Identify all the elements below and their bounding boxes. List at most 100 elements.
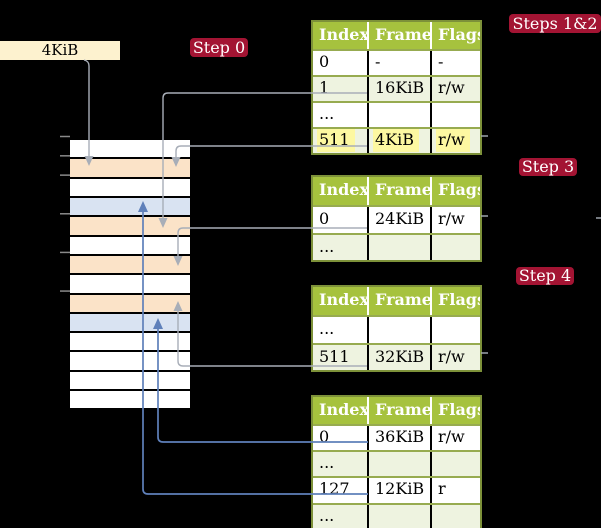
table-cell-value: r xyxy=(438,479,446,499)
memory-row-11-white xyxy=(70,352,190,370)
table-cell-value: ... xyxy=(319,505,335,525)
table-row: ... xyxy=(313,502,480,528)
table-header-cell: Flags xyxy=(430,397,480,424)
memory-row-9-blue xyxy=(70,313,190,332)
table-header-cell: Flags xyxy=(430,22,480,49)
table-row: 0 36KiB r/w xyxy=(313,424,480,451)
table-cell: ... xyxy=(313,505,367,528)
table-cell-value: r/w xyxy=(438,346,465,366)
table-header-cell: Frame xyxy=(367,177,430,205)
memory-row-7-white xyxy=(70,275,190,293)
table-cell xyxy=(367,234,430,260)
table-cell: 127 xyxy=(313,478,367,502)
table-header-cell: Frame xyxy=(367,22,430,49)
table-cell: r/w xyxy=(430,129,480,153)
table-header-row: Index Frame Flags xyxy=(313,177,480,205)
table-cell: 32KiB xyxy=(367,344,430,370)
table-cell-value: 1 xyxy=(319,78,330,97)
memory-row-1-orange xyxy=(70,159,190,177)
table-header-label: Index xyxy=(319,25,367,44)
table-header-cell: Index xyxy=(313,397,367,424)
table-cell xyxy=(430,103,480,127)
table-header-label: Flags xyxy=(438,25,480,44)
table-cell xyxy=(430,452,480,477)
table-header-label: Flags xyxy=(438,400,480,419)
table-row: 127 12KiB r xyxy=(313,476,480,503)
table-cell-value: 511 xyxy=(319,346,350,366)
table-header-label: Frame xyxy=(375,290,430,309)
table-header-cell: Frame xyxy=(367,287,430,315)
table-cell-value: 0 xyxy=(319,52,330,71)
table-cell: ... xyxy=(313,317,367,343)
table-cell: ... xyxy=(313,235,367,261)
table-header-label: Flags xyxy=(438,180,480,199)
table-cell: r/w xyxy=(430,426,480,451)
table-row: ... xyxy=(313,101,480,127)
table-header-row: Index Frame Flags xyxy=(313,287,480,315)
step-badge-step-3: Step 3 xyxy=(519,158,577,176)
table-cell: 16KiB xyxy=(367,77,430,101)
table-cell-value: 4KiB xyxy=(373,129,420,152)
table-cell: 0 xyxy=(313,426,367,450)
memory-row-4-orange xyxy=(70,217,190,235)
table-cell: 0 xyxy=(313,51,367,75)
memory-row-10-white xyxy=(70,333,190,351)
table-header-label: Index xyxy=(319,180,367,199)
table-cell-value: r/w xyxy=(436,129,470,152)
table-header-label: Index xyxy=(319,400,367,419)
memory-row-8-orange xyxy=(70,294,190,312)
table-cell: - xyxy=(430,51,480,75)
cr3-frame-box: 4KiB xyxy=(0,41,120,60)
table-header-cell: Index xyxy=(313,22,367,49)
table-cell xyxy=(367,504,430,528)
step-badge-step-0: Step 0 xyxy=(190,38,248,57)
memory-row-6-orange xyxy=(70,255,190,274)
table-header-cell: Index xyxy=(313,177,367,205)
table-cell: 4KiB xyxy=(367,129,430,153)
table-cell: r/w xyxy=(430,77,480,101)
table-cell xyxy=(430,504,480,528)
table-cell-value: 511 xyxy=(317,129,355,152)
table-cell xyxy=(367,103,430,127)
table-cell: 511 xyxy=(313,345,367,371)
table-row: 1 16KiB r/w xyxy=(313,75,480,101)
table-cell: ... xyxy=(313,452,367,476)
memory-row-0-white xyxy=(70,140,190,158)
table-cell-value: 24KiB xyxy=(375,209,425,228)
table-cell-value: r/w xyxy=(438,78,465,97)
table-cell: ... xyxy=(313,103,367,127)
table-cell-value: ... xyxy=(319,104,335,123)
table-header-cell: Flags xyxy=(430,177,480,205)
table-cell: r/w xyxy=(430,207,480,233)
level1-table: Index Frame Flags 0 36KiB r/w... 127 12KiB r... xyxy=(311,395,482,528)
table-cell-value: - xyxy=(438,52,444,71)
cr3-frame-label: 4KiB xyxy=(41,41,79,59)
table-cell-value: 36KiB xyxy=(375,427,425,446)
table-header-label: Frame xyxy=(375,400,430,419)
table-row: 511 32KiB r/w xyxy=(313,342,480,371)
memory-row-5-white xyxy=(70,236,190,254)
table-cell: r xyxy=(430,478,480,503)
table-cell xyxy=(430,234,480,260)
table-cell-value: r/w xyxy=(438,427,465,446)
table-cell: r/w xyxy=(430,344,480,370)
memory-row-2-white xyxy=(70,178,190,196)
table-cell xyxy=(367,452,430,477)
table-cell-value: ... xyxy=(319,453,335,473)
table-header-cell: Flags xyxy=(430,287,480,315)
table-header-cell: Index xyxy=(313,287,367,315)
table-cell-value: ... xyxy=(319,319,335,338)
table-cell xyxy=(367,317,430,343)
table-row: 511 4KiB r/w xyxy=(313,127,480,153)
table-cell-value: ... xyxy=(319,236,335,256)
table-header-label: Frame xyxy=(375,180,430,199)
table-header-label: Index xyxy=(319,290,367,309)
table-row: ... xyxy=(313,315,480,343)
table-header-label: Flags xyxy=(438,290,480,309)
table-cell-value: 12KiB xyxy=(375,479,425,499)
step-badge-steps-1-2: Steps 1&2 xyxy=(509,14,601,33)
table-cell-value: 0 xyxy=(319,427,330,446)
